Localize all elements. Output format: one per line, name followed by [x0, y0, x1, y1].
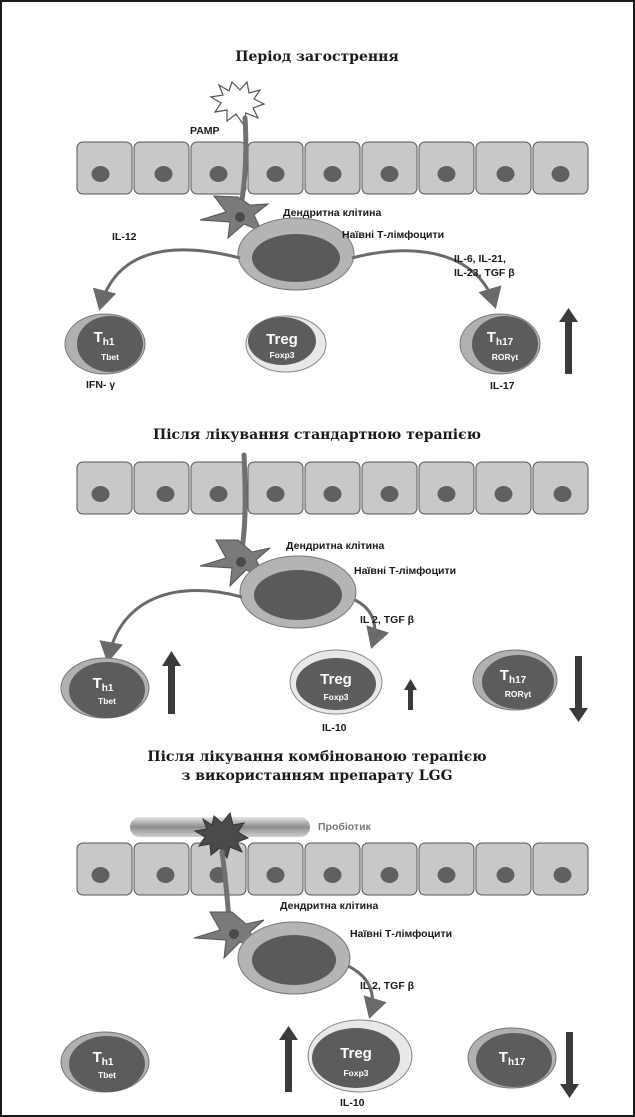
dendritic-cell-icon [199, 195, 270, 240]
panel-standard-therapy: Після лікування стандартною терапією Ден… [60, 427, 589, 734]
epithelial-nucleus [209, 486, 228, 502]
epithelial-nucleus [266, 166, 285, 182]
arrow-to-treg-3 [347, 964, 387, 1019]
treg-label-2: Treg [320, 671, 352, 688]
epithelial-nucleus [91, 166, 110, 182]
cytokines-line1: IL-6, IL-21, [454, 253, 506, 265]
pamp-label: PAMP [190, 125, 220, 137]
th17-tf-2: RORγt [505, 689, 532, 699]
th1-tf-3: Tbet [98, 1070, 116, 1080]
th1-tf-2: Tbet [98, 696, 116, 706]
naive-label-2: Наївні Т-лімфоцити [354, 565, 456, 577]
epithelial-nucleus [323, 166, 342, 182]
il17-label: IL-17 [490, 380, 515, 392]
th1-label-2: Th1 [93, 675, 114, 694]
epithelial-nucleus [323, 867, 342, 883]
arrow-to-th17 [351, 249, 502, 309]
cytokines-label-2: IL 2, TGF β [360, 614, 415, 626]
epithelium-row-3 [76, 842, 589, 896]
epithelial-nucleus [437, 486, 456, 502]
panel-exacerbation: Період загострення PAMP Дендритна клітин… [64, 49, 589, 392]
arrow-to-treg-2 [354, 598, 390, 649]
naive-label-3: Наївні Т-лімфоцити [350, 928, 452, 940]
epithelial-nucleus [156, 486, 175, 502]
th17-tf: RORγt [492, 352, 519, 362]
epithelial-nucleus [380, 166, 399, 182]
panel3-title-line2: з використанням препарату LGG [181, 768, 452, 784]
epithelium-row-1 [76, 141, 589, 195]
epithelial-nucleus [553, 486, 572, 502]
epithelial-nucleus [437, 166, 456, 182]
epithelial-nucleus [91, 486, 110, 502]
dendritic-label-2: Дендритна клітина [286, 540, 384, 552]
up-arrow-icon [162, 651, 181, 714]
dendritic-label: Дендритна клітина [283, 207, 381, 219]
th17-label-3: Th17 [499, 1049, 526, 1068]
treg-tf-3: Foxp3 [343, 1068, 368, 1078]
probiotic-label: Пробіотик [318, 821, 372, 833]
epithelial-nucleus [380, 867, 399, 883]
epithelium-row-2 [76, 461, 589, 515]
dendritic-cell-icon [199, 539, 271, 588]
treg-tf: Foxp3 [269, 350, 294, 360]
panel-combined-therapy: Після лікування комбінованою терапією з … [60, 749, 589, 1109]
ifn-label: IFN- γ [86, 379, 115, 391]
panel1-title: Період загострення [235, 49, 398, 65]
up-arrow-icon [279, 1026, 298, 1092]
cytokines-label-3: IL 2, TGF β [360, 980, 415, 992]
epithelial-nucleus [156, 867, 175, 883]
il10-label-2: IL-10 [322, 722, 347, 734]
th17-label-2: Th17 [500, 667, 527, 686]
down-arrow-icon [569, 656, 588, 722]
epithelial-nucleus [496, 867, 515, 883]
il10-label-3: IL-10 [340, 1097, 365, 1109]
epithelial-nucleus [553, 867, 572, 883]
treg-label-3: Treg [340, 1045, 372, 1062]
epithelial-nucleus [437, 867, 456, 883]
epithelial-nucleus [380, 486, 399, 502]
up-arrow-icon [559, 308, 578, 374]
treg-label: Treg [266, 331, 298, 348]
treg-tf-2: Foxp3 [323, 692, 348, 702]
arrow-to-th1-2 [99, 589, 243, 663]
il12-label: IL-12 [112, 231, 137, 243]
epithelial-nucleus [91, 867, 110, 883]
th1-label: Th1 [94, 329, 115, 348]
panel2-title: Після лікування стандартною терапією [153, 427, 481, 443]
pamp-burst-icon [209, 80, 266, 126]
cytokines-line2: IL-23, TGF β [454, 267, 515, 279]
epithelial-nucleus [266, 867, 285, 883]
epithelial-nucleus [154, 166, 173, 182]
pamp-burst-icon [193, 811, 250, 860]
up-arrow-icon [404, 679, 417, 710]
naive-label: Наївні Т-лімфоцити [342, 229, 444, 241]
panel3-title-line1: Після лікування комбінованою терапією [147, 749, 486, 765]
th17-label: Th17 [487, 329, 514, 348]
epithelial-nucleus [266, 486, 285, 502]
th1-label-3: Th1 [93, 1049, 114, 1068]
epithelial-nucleus [209, 166, 228, 182]
th1-tf: Tbet [101, 352, 119, 362]
epithelial-nucleus [494, 486, 513, 502]
epithelial-nucleus [496, 166, 515, 182]
arrow-to-th1 [92, 248, 241, 311]
down-arrow-icon [560, 1032, 579, 1098]
epithelial-nucleus [551, 166, 570, 182]
dendritic-label-3: Дендритна клітина [280, 900, 378, 912]
epithelial-nucleus [323, 486, 342, 502]
dendritic-cell-icon [193, 911, 265, 960]
